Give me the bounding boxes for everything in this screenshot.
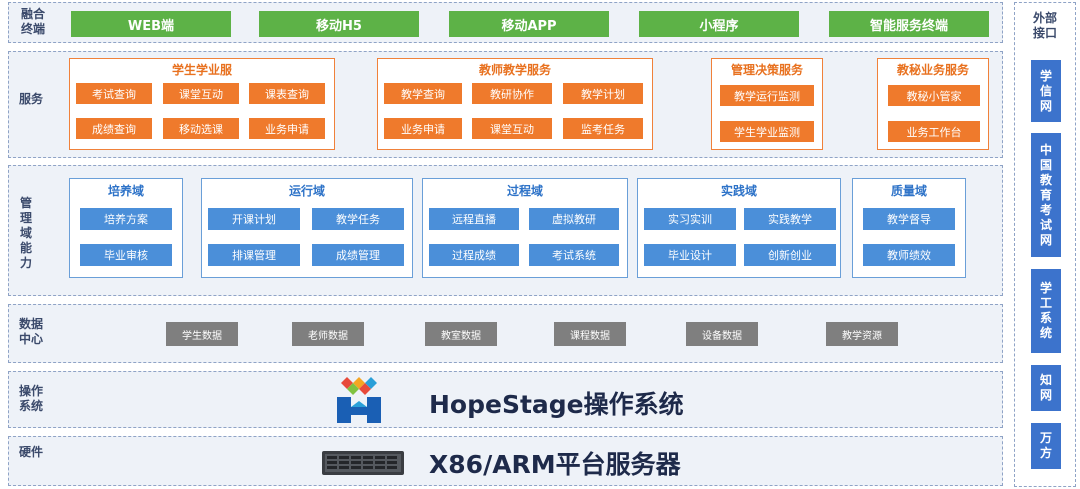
data-item-student: 学生数据: [166, 322, 238, 346]
domain-group-title: 运行域: [288, 184, 325, 198]
domain-group-operation: 运行域 开课计划 教学任务 排课管理 成绩管理: [201, 178, 413, 278]
hopestage-logo-icon: [337, 377, 381, 423]
service-item: 课表查询: [249, 83, 325, 104]
domain-group-title: 培养域: [107, 184, 144, 198]
external-neea: 中国教育考试网: [1031, 133, 1061, 257]
hardware-layer: 硬件 X86/ARM平台服务器: [8, 436, 1003, 486]
service-item: 教秘小管家: [888, 85, 980, 106]
os-title: HopeStage操作系统: [429, 390, 684, 419]
domain-group-title: 质量域: [890, 184, 927, 198]
domain-group-title: 过程域: [506, 184, 543, 198]
domain-item: 教师绩效: [863, 244, 955, 266]
service-item: 教研协作: [472, 83, 552, 104]
terminal-mini-program: 小程序: [639, 11, 799, 37]
domain-item: 考试系统: [529, 244, 619, 266]
service-group-title: 教师教学服务: [478, 63, 551, 77]
terminal-layer: 融合终端 WEB端 移动H5 移动APP 小程序 智能服务终端: [8, 2, 1003, 43]
external-interface-label: 外部接口: [1032, 11, 1057, 40]
domain-item: 排课管理: [208, 244, 300, 266]
server-icon: [322, 451, 404, 475]
external-item-label: 中国教育考试网: [1039, 142, 1052, 247]
service-item: 学生学业监测: [720, 121, 814, 142]
service-group-student: 学生学业服 考试查询 课堂互动 课表查询 成绩查询 移动选课 业务申请: [69, 58, 335, 150]
terminal-mobile-app: 移动APP: [449, 11, 609, 37]
external-cnki: 知网: [1031, 365, 1061, 411]
domain-item: 毕业审核: [80, 244, 172, 266]
terminal-smart-kiosk: 智能服务终端: [829, 11, 989, 37]
data-item-classroom: 教室数据: [425, 322, 497, 346]
service-layer: 服务 学生学业服 考试查询 课堂互动 课表查询 成绩查询 移动选课 业务申请 教…: [8, 51, 1003, 158]
service-item: 课堂互动: [163, 83, 239, 104]
service-group-title: 管理决策服务: [730, 63, 803, 77]
domain-item: 开课计划: [208, 208, 300, 230]
domain-item: 远程直播: [429, 208, 519, 230]
service-item: 业务申请: [249, 118, 325, 139]
service-group-title: 教秘业务服务: [896, 63, 969, 77]
domain-item: 教学任务: [312, 208, 404, 230]
domain-item: 成绩管理: [312, 244, 404, 266]
external-chsi: 学信网: [1031, 60, 1061, 122]
service-group-teacher: 教师教学服务 教学查询 教研协作 教学计划 业务申请 课堂互动 监考任务: [377, 58, 653, 150]
domain-group-quality: 质量域 教学督导 教师绩效: [852, 178, 966, 278]
domain-group-process: 过程域 远程直播 虚拟教研 过程成绩 考试系统: [422, 178, 628, 278]
domain-layer-label: 管理域能力: [19, 196, 32, 270]
external-wanfang: 万方: [1031, 423, 1061, 469]
domain-group-practice: 实践域 实习实训 实践教学 毕业设计 创新创业: [637, 178, 841, 278]
data-item-resource: 教学资源: [826, 322, 898, 346]
service-item: 监考任务: [563, 118, 643, 139]
service-item: 业务申请: [384, 118, 462, 139]
service-item: 教学查询: [384, 83, 462, 104]
os-layer: 操作系统 HopeStage操作系统: [8, 371, 1003, 428]
domain-item: 实践教学: [744, 208, 836, 230]
data-item-teacher: 老师数据: [292, 322, 364, 346]
domain-item: 教学督导: [863, 208, 955, 230]
service-item: 课堂互动: [472, 118, 552, 139]
external-item-label: 学工系统: [1039, 281, 1052, 340]
service-group-management: 管理决策服务 教学运行监测 学生学业监测: [711, 58, 823, 150]
terminal-mobile-h5: 移动H5: [259, 11, 419, 37]
data-center-layer: 数据中心 学生数据 老师数据 教室数据 课程数据 设备数据 教学资源: [8, 304, 1003, 363]
service-group-title: 学生学业服: [171, 63, 232, 77]
domain-item: 实习实训: [644, 208, 736, 230]
external-item-label: 万方: [1039, 431, 1052, 460]
data-center-layer-label: 数据中心: [19, 317, 44, 346]
domain-group-training: 培养域 培养方案 毕业审核: [69, 178, 183, 278]
service-item: 业务工作台: [888, 121, 980, 142]
terminal-layer-label: 融合终端: [20, 7, 45, 36]
domain-item: 培养方案: [80, 208, 172, 230]
service-item: 教学计划: [563, 83, 643, 104]
service-item: 考试查询: [76, 83, 152, 104]
external-item-label: 学信网: [1039, 68, 1052, 113]
external-student-affairs: 学工系统: [1031, 269, 1061, 353]
domain-item: 毕业设计: [644, 244, 736, 266]
data-item-device: 设备数据: [686, 322, 758, 346]
external-interface-panel: 外部接口 学信网 中国教育考试网 学工系统 知网 万方: [1014, 2, 1076, 487]
service-group-secretary: 教秘业务服务 教秘小管家 业务工作台: [877, 58, 989, 150]
domain-item: 过程成绩: [429, 244, 519, 266]
external-item-label: 知网: [1039, 373, 1052, 402]
service-item: 教学运行监测: [720, 85, 814, 106]
service-layer-label: 服务: [19, 92, 44, 106]
domain-item: 创新创业: [744, 244, 836, 266]
terminal-web: WEB端: [71, 11, 231, 37]
data-item-course: 课程数据: [554, 322, 626, 346]
domain-group-title: 实践域: [720, 184, 757, 198]
domain-item: 虚拟教研: [529, 208, 619, 230]
domain-layer: 管理域能力 培养域 培养方案 毕业审核 运行域 开课计划 教学任务 排课管理 成…: [8, 165, 1003, 296]
hardware-title: X86/ARM平台服务器: [429, 450, 681, 479]
service-item: 成绩查询: [76, 118, 152, 139]
service-item: 移动选课: [163, 118, 239, 139]
hardware-layer-label: 硬件: [19, 445, 44, 459]
os-layer-label: 操作系统: [19, 384, 44, 413]
